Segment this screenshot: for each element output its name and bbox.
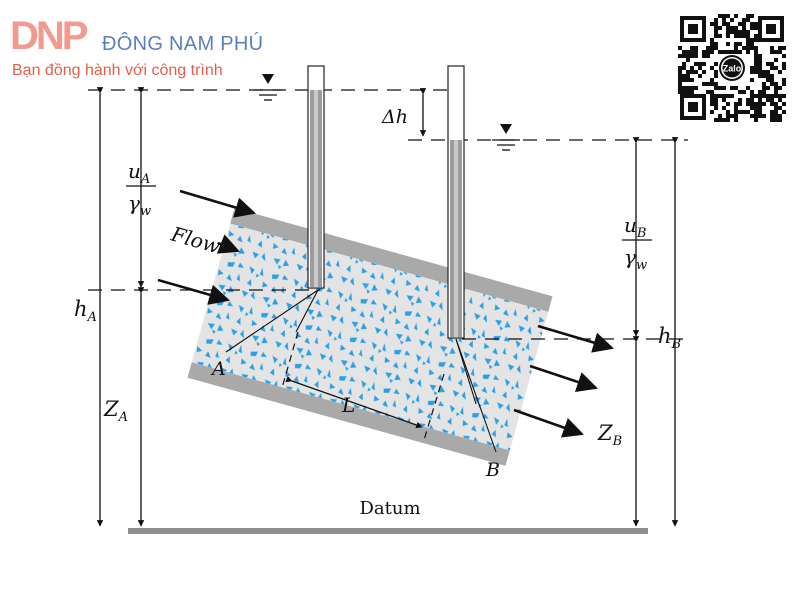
datum-label: Datum xyxy=(359,498,420,519)
length-dimension xyxy=(285,375,423,429)
pressure-head-a-label: uA γw xyxy=(126,159,156,219)
length-extension-a xyxy=(281,331,299,389)
point-a-leaders xyxy=(225,289,319,353)
soil-sample xyxy=(187,208,553,466)
logo-tagline: Bạn đồng hành với công trình xyxy=(12,62,223,79)
flow-in-arrow-2 xyxy=(216,234,240,254)
piezometer-b xyxy=(447,65,465,339)
pressure-head-b-label: uB γw xyxy=(622,213,652,273)
delta-h-label: Δh xyxy=(381,106,408,128)
elevation-b-label: ZB xyxy=(597,421,622,449)
datum-line xyxy=(128,528,648,534)
point-b-leaders xyxy=(455,338,497,453)
logo-mark: DNP xyxy=(10,14,88,58)
flow-out-arrow-3 xyxy=(513,408,584,438)
svg-text:uA: uA xyxy=(128,159,150,187)
flow-label: Flow xyxy=(168,221,223,258)
logo-name: ĐÔNG NAM PHÚ xyxy=(102,33,264,55)
svg-text:γw: γw xyxy=(624,245,647,273)
water-surface-a-icon xyxy=(254,74,282,101)
svg-text:γw: γw xyxy=(128,191,151,219)
qr-code: Zalo xyxy=(676,12,788,124)
elevation-a-label: ZA xyxy=(103,397,128,425)
flow-in-arrow-3 xyxy=(157,278,230,305)
point-a-label: A xyxy=(210,358,226,380)
logo: DNP ĐÔNG NAM PHÚ Bạn đồng hành với công … xyxy=(10,14,270,84)
length-label: L xyxy=(341,393,355,417)
point-b-label: B xyxy=(485,459,500,481)
flow-in-arrow-1 xyxy=(179,189,256,218)
water-surface-b-icon xyxy=(492,124,520,151)
svg-text:uB: uB xyxy=(624,213,646,241)
flow-out-arrow-1 xyxy=(537,324,614,353)
total-head-a-label: hA xyxy=(74,297,97,325)
piezometer-a xyxy=(307,65,325,289)
flow-out-arrow-2 xyxy=(529,364,598,392)
qr-label: Zalo xyxy=(723,64,742,74)
total-head-b-label: hB xyxy=(658,324,681,352)
